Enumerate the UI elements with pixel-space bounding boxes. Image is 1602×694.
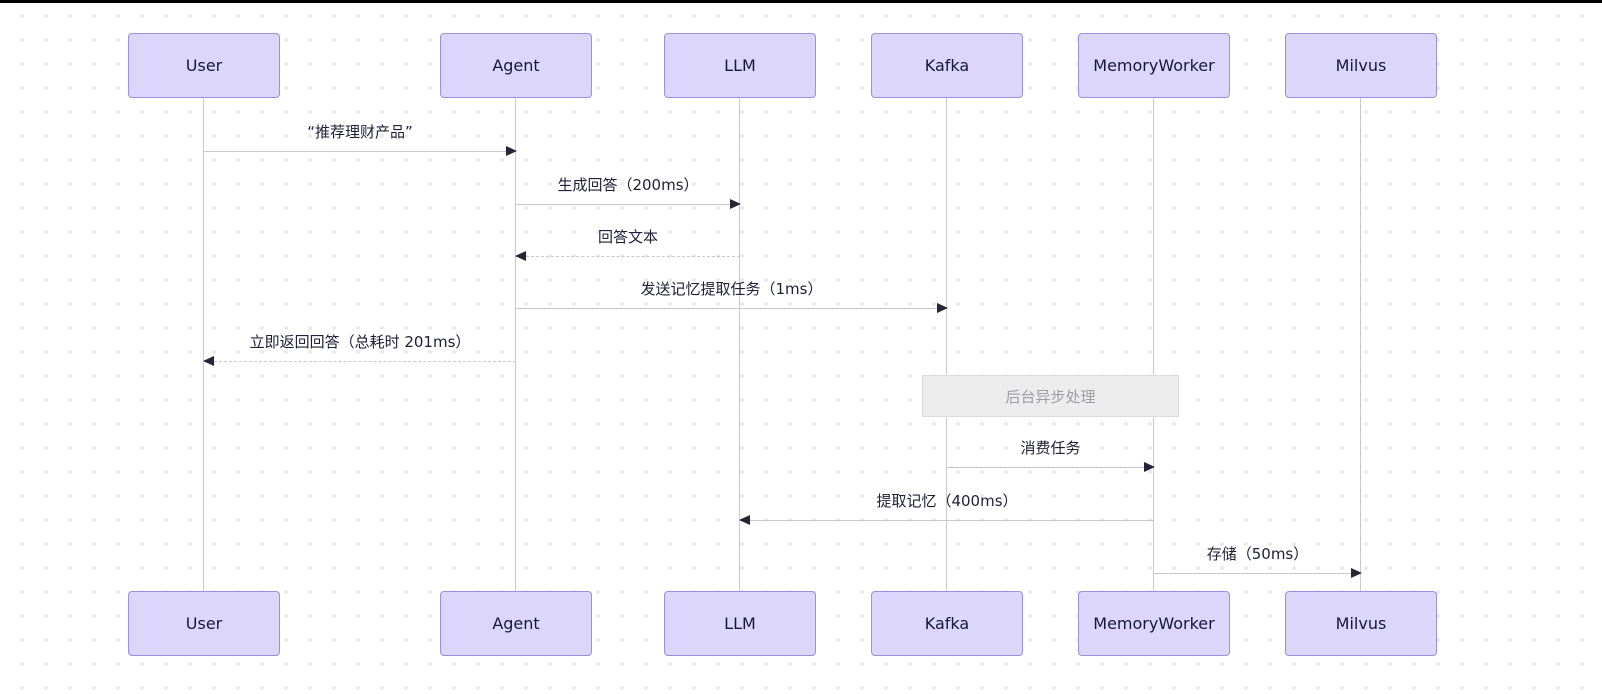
message-label: 存储（50ms） [1206, 545, 1309, 563]
participant-llm-bottom[interactable]: LLM [664, 591, 816, 656]
arrowhead-right-icon [1144, 462, 1155, 472]
message-line [516, 204, 740, 205]
participant-label: LLM [724, 614, 756, 633]
arrowhead-right-icon [1351, 568, 1362, 578]
message-line [516, 308, 947, 309]
lifeline-memoryworker [1153, 98, 1154, 591]
message-line [204, 361, 516, 362]
message-label: 提取记忆（400ms） [876, 492, 1018, 510]
participant-label: LLM [724, 56, 756, 75]
participant-label: Milvus [1335, 56, 1387, 75]
participant-milvus-top[interactable]: Milvus [1285, 33, 1437, 98]
message-label: 立即返回回答（总耗时 201ms） [249, 333, 471, 351]
message-label: 消费任务 [1020, 439, 1081, 457]
message-label: 发送记忆提取任务（1ms） [640, 280, 823, 298]
participant-agent-bottom[interactable]: Agent [440, 591, 592, 656]
participant-user-top[interactable]: User [128, 33, 280, 98]
participant-memoryworker-top[interactable]: MemoryWorker [1078, 33, 1230, 98]
lifeline-llm [739, 98, 740, 591]
lifeline-kafka [946, 98, 947, 591]
arrowhead-left-icon [203, 356, 214, 366]
note-background-async[interactable]: 后台异步处理 [922, 375, 1179, 417]
top-edge-strip [0, 0, 1602, 3]
participant-llm-top[interactable]: LLM [664, 33, 816, 98]
lifeline-milvus [1360, 98, 1361, 591]
note-label: 后台异步处理 [1005, 387, 1096, 406]
participant-kafka-top[interactable]: Kafka [871, 33, 1023, 98]
message-label: 生成回答（200ms） [557, 176, 699, 194]
participant-label: MemoryWorker [1093, 56, 1215, 75]
participant-label: MemoryWorker [1093, 614, 1215, 633]
participant-milvus-bottom[interactable]: Milvus [1285, 591, 1437, 656]
participant-label: User [185, 56, 223, 75]
participant-label: Kafka [924, 56, 970, 75]
participant-label: Milvus [1335, 614, 1387, 633]
participant-label: Agent [492, 56, 540, 75]
message-label: “推荐理财产品” [307, 123, 413, 141]
arrowhead-right-icon [730, 199, 741, 209]
arrowhead-right-icon [506, 146, 517, 156]
participant-memoryworker-bottom[interactable]: MemoryWorker [1078, 591, 1230, 656]
arrowhead-left-icon [515, 251, 526, 261]
participant-kafka-bottom[interactable]: Kafka [871, 591, 1023, 656]
arrowhead-left-icon [739, 515, 750, 525]
lifeline-agent [515, 98, 516, 591]
message-label: 回答文本 [597, 228, 658, 246]
participant-label: User [185, 614, 223, 633]
participant-user-bottom[interactable]: User [128, 591, 280, 656]
participant-agent-top[interactable]: Agent [440, 33, 592, 98]
participant-label: Agent [492, 614, 540, 633]
arrowhead-right-icon [937, 303, 948, 313]
message-line [740, 520, 1154, 521]
message-line [204, 151, 516, 152]
lifeline-user [203, 98, 204, 591]
participant-label: Kafka [924, 614, 970, 633]
message-line [516, 256, 740, 257]
message-line [947, 467, 1154, 468]
message-line [1154, 573, 1361, 574]
